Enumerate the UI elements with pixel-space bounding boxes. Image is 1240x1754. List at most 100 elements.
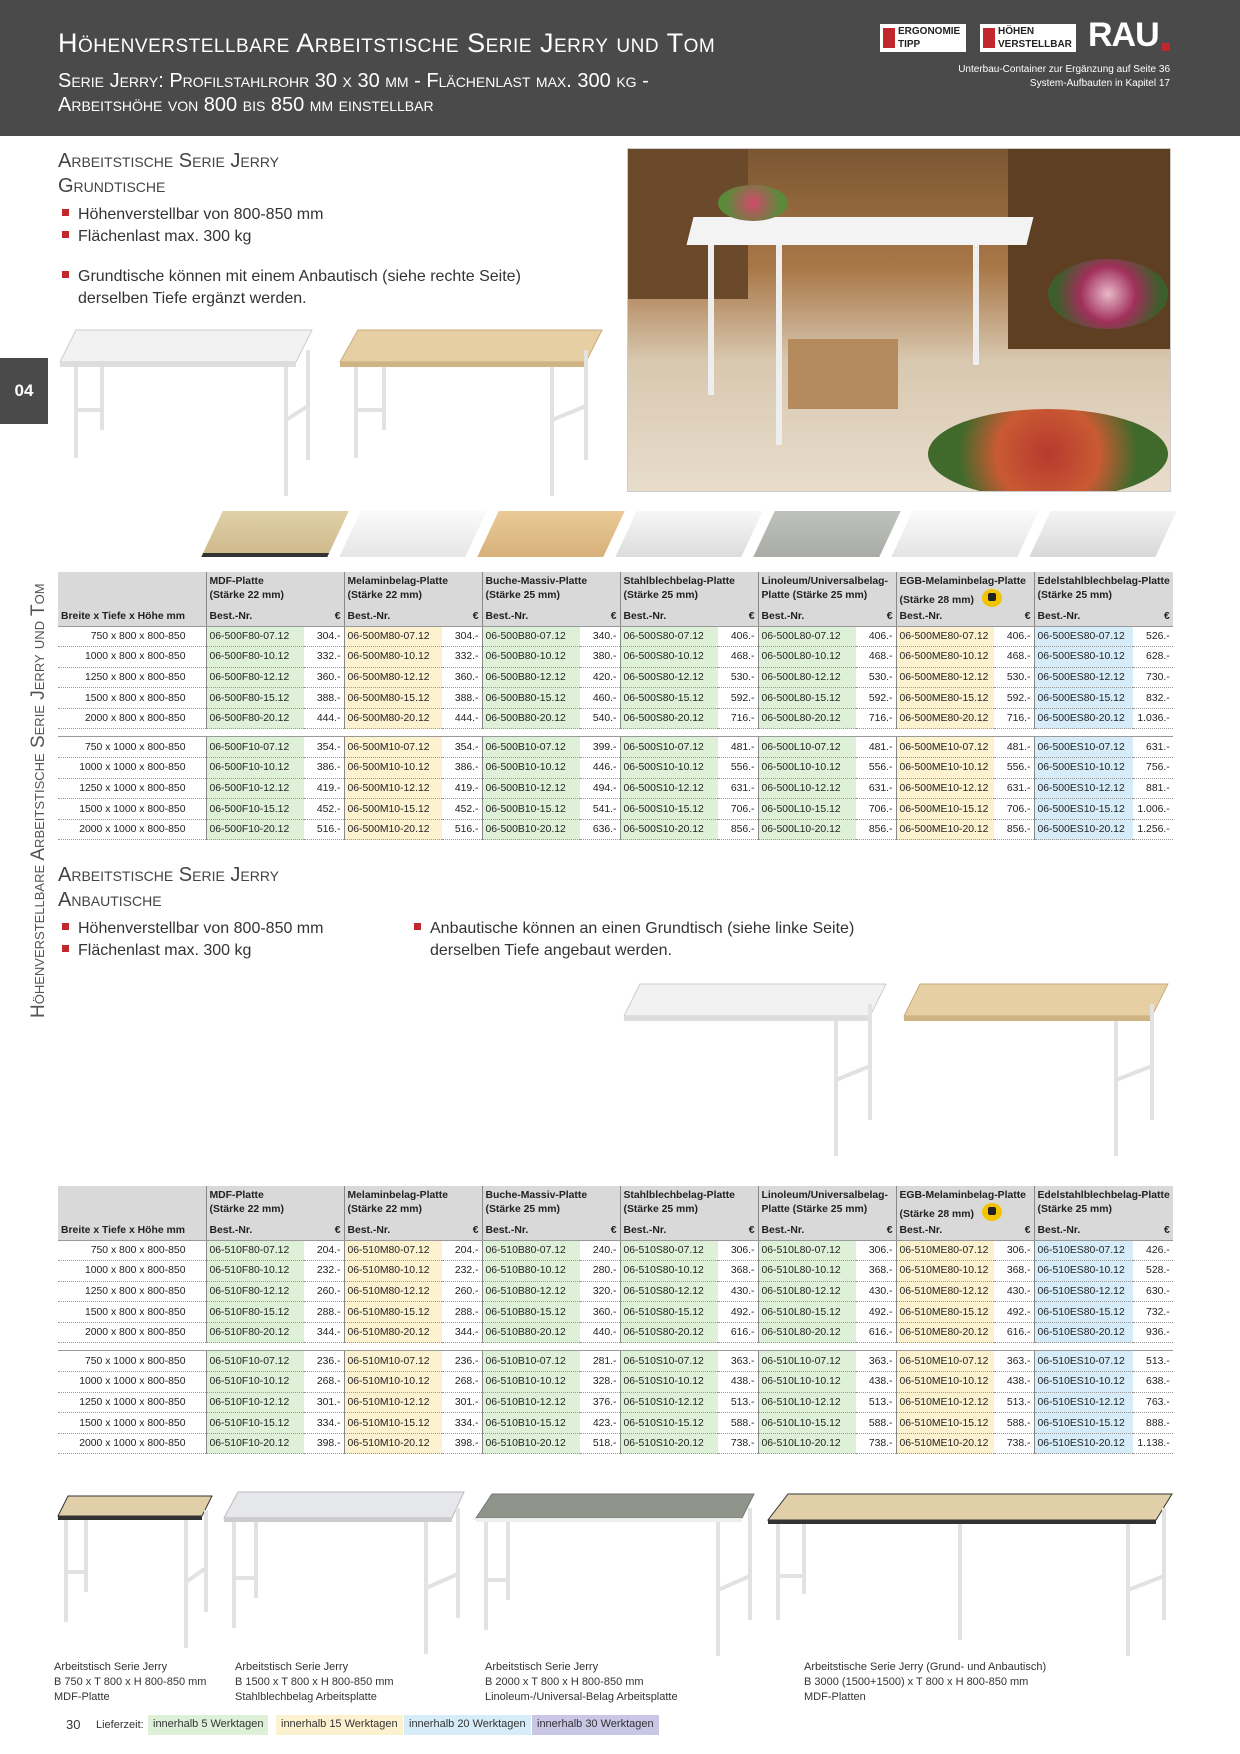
price-cell: 388.- — [442, 687, 482, 709]
order-number-cell: 06-500S10-20.12 — [619, 819, 718, 841]
price-cell: 368.- — [856, 1260, 896, 1282]
sample-beech — [477, 511, 625, 557]
price-cell: 636.- — [580, 819, 620, 841]
price-cell: 406.- — [856, 626, 896, 648]
order-number-header: Best.-Nr. — [1033, 608, 1133, 627]
price-cell: 438.- — [718, 1371, 758, 1393]
price-cell: 631.- — [994, 778, 1034, 800]
header-cell: Stahlblechbelag-Platte(Stärke 25 mm) — [619, 1186, 758, 1222]
price-cell: 856.- — [856, 819, 896, 841]
price-header: € — [718, 1222, 758, 1241]
order-number-header: Best.-Nr. — [895, 608, 994, 627]
order-number-header: Best.-Nr. — [481, 608, 580, 627]
order-number-cell: 06-500ES80-10.12 — [1033, 646, 1133, 668]
order-number-cell: 06-510S10-07.12 — [619, 1350, 718, 1373]
price-cell: 730.- — [1132, 667, 1173, 689]
price-cell: 513.- — [718, 1392, 758, 1414]
chapter-tab[interactable]: 04 — [0, 358, 48, 424]
header-cell: Melaminbelag-Platte(Stärke 22 mm) — [343, 1186, 482, 1222]
photo-table — [686, 217, 1034, 245]
price-cell: 513.- — [994, 1392, 1034, 1414]
size-cell: 1000 x 800 x 800-850 — [58, 1260, 206, 1282]
header-text: Buche-Massiv-Platte — [485, 576, 588, 587]
order-number-cell: 06-510B80-10.12 — [481, 1260, 580, 1282]
order-number-cell: 06-500S80-12.12 — [619, 667, 718, 689]
price-cell: 281.- — [580, 1350, 620, 1373]
order-number-cell: 06-510ES10-10.12 — [1033, 1371, 1133, 1393]
price-cell: 468.- — [718, 646, 758, 668]
order-number-cell: 06-510ME10-12.12 — [895, 1392, 994, 1414]
order-number-cell: 06-500L80-20.12 — [757, 708, 856, 730]
header-cell: Edelstahlblechbelag-Platte(Stärke 25 mm) — [1033, 572, 1173, 608]
size-cell: 2000 x 800 x 800-850 — [58, 1322, 206, 1344]
order-number-cell: 06-510B10-15.12 — [481, 1412, 580, 1434]
note-line: Unterbau-Container zur Ergänzung auf Sei… — [958, 64, 1170, 75]
size-cell: 1000 x 1000 x 800-850 — [58, 1371, 206, 1393]
sample-linoleum — [753, 511, 901, 557]
price-cell: 481.- — [994, 736, 1034, 759]
price-cell: 616.- — [718, 1322, 758, 1344]
section1-title: Arbeitstische Serie Jerry Grundtische — [58, 149, 279, 199]
order-number-cell: 06-510B80-07.12 — [481, 1240, 580, 1262]
order-number-cell: 06-510F10-12.12 — [205, 1392, 304, 1414]
order-number-header: Best.-Nr. — [895, 1222, 994, 1241]
order-number-cell: 06-500ME10-12.12 — [895, 778, 994, 800]
price-cell: 631.- — [1132, 736, 1173, 759]
price-header: € — [994, 608, 1034, 627]
order-number-cell: 06-500F80-07.12 — [205, 626, 304, 648]
header-cell: Buche-Massiv-Platte(Stärke 25 mm) — [481, 1186, 620, 1222]
price-cell: 530.- — [718, 667, 758, 689]
price-header: € — [304, 608, 344, 627]
price-cell: 288.- — [442, 1301, 482, 1323]
addon-table-white-image — [623, 983, 887, 1156]
order-number-cell: 06-500ES80-15.12 — [1033, 687, 1133, 709]
table-group-gap — [58, 728, 1173, 738]
header-cell: Linoleum/Universalbelag-Platte (Stärke 2… — [757, 572, 896, 608]
size-cell: 1500 x 1000 x 800-850 — [58, 798, 206, 820]
price-cell: 492.- — [718, 1301, 758, 1323]
order-number-header: Best.-Nr. — [205, 1222, 304, 1241]
size-cell: 750 x 1000 x 800-850 — [58, 1350, 206, 1373]
size-cell: 750 x 800 x 800-850 — [58, 626, 206, 648]
header-text: EGB-Melaminbelag-Platte — [899, 576, 1026, 587]
order-number-cell: 06-500M80-12.12 — [343, 667, 442, 689]
bullet-marker — [62, 231, 69, 238]
price-cell: 386.- — [304, 757, 344, 779]
price-cell: 936.- — [1132, 1322, 1173, 1344]
order-number-cell: 06-500M10-10.12 — [343, 757, 442, 779]
price-cell: 516.- — [442, 819, 482, 841]
table-beech-image — [339, 329, 603, 496]
order-number-header: Best.-Nr. — [757, 608, 856, 627]
order-number-cell: 06-500F80-15.12 — [205, 687, 304, 709]
price-cell: 419.- — [442, 778, 482, 800]
price-cell: 518.- — [580, 1433, 620, 1455]
price-cell: 738.- — [718, 1433, 758, 1455]
bullet-text: derselben Tiefe angebaut werden. — [430, 942, 672, 959]
order-number-cell: 06-510M10-12.12 — [343, 1392, 442, 1414]
bullet-text: Höhenverstellbar von 800-850 mm — [78, 206, 324, 223]
header-text: (Stärke 25 mm) — [623, 1204, 699, 1215]
bullet-text: Grundtische können mit einem Anbautisch … — [78, 268, 521, 285]
order-number-cell: 06-500L10-10.12 — [757, 757, 856, 779]
size-cell: 750 x 1000 x 800-850 — [58, 736, 206, 759]
order-number-header: Best.-Nr. — [619, 608, 718, 627]
order-number-cell: 06-500M80-20.12 — [343, 708, 442, 730]
table-header-row: MDF-Platte(Stärke 22 mm) Melaminbelag-Pl… — [58, 572, 1173, 608]
header-text: Platte (Stärke 25 mm) — [761, 1204, 868, 1215]
price-cell: 388.- — [304, 687, 344, 709]
table-subheader-row: Breite x Tiefe x Höhe mm Best.-Nr.€ Best… — [58, 608, 1173, 627]
header-cell: MDF-Platte(Stärke 22 mm) — [205, 572, 344, 608]
price-cell: 306.- — [718, 1240, 758, 1262]
caption-line: B 1500 x T 800 x H 800-850 mm — [235, 1676, 394, 1688]
price-cell: 616.- — [856, 1322, 896, 1344]
price-cell: 344.- — [304, 1322, 344, 1344]
order-number-cell: 06-510S80-12.12 — [619, 1281, 718, 1303]
header-text: Linoleum/Universalbelag- — [761, 576, 888, 587]
order-number-cell: 06-500B80-20.12 — [481, 708, 580, 730]
order-number-cell: 06-510F10-20.12 — [205, 1433, 304, 1455]
order-number-cell: 06-510B10-12.12 — [481, 1392, 580, 1414]
sample-mdf — [201, 511, 349, 557]
header-text: (Stärke 28 mm) — [899, 1209, 975, 1220]
